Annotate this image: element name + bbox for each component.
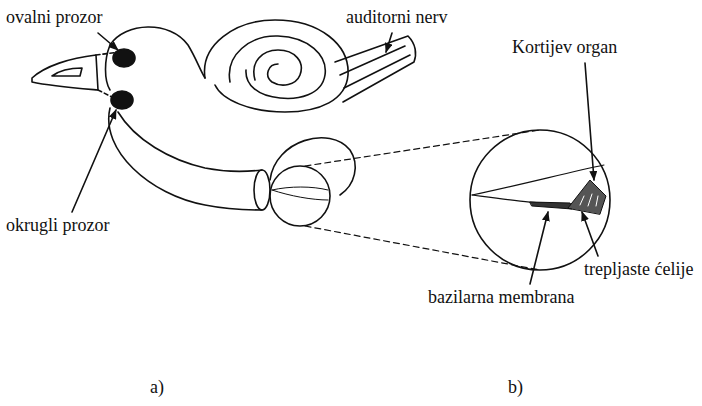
tube-cut [254,170,270,210]
leader-arrow [585,63,594,180]
part-label: Kortijev organ [512,36,617,58]
stapes-hole [52,68,82,76]
leader-arrow [386,33,392,52]
auditory-nerve [335,36,416,102]
round-window [111,91,133,109]
part-label: okrugli prozor [6,214,109,236]
stapes [32,55,98,90]
part-label: trepljaste ćelije [584,258,693,280]
panel-letter: a) [150,376,164,398]
part-label: auditorni nerv [346,6,447,28]
leader-arrow [72,110,116,212]
spiral-turn [254,50,301,85]
lower-tube [118,112,262,171]
cross-section [270,166,330,226]
cross-section-membrane [272,187,328,200]
leader-arrow [530,212,548,284]
part-label: ovalni prozor [6,6,102,28]
part-label: bazilarna membrana [428,286,574,308]
spiral-turn [229,36,325,98]
hair-cells [580,194,598,206]
lower-tube [109,108,262,210]
cochlea-outline [106,45,111,90]
basilar-membrane [530,202,572,209]
enlarged-section [470,130,610,270]
leader-arrow [582,212,598,256]
spiral-outer [205,20,349,112]
leader-arrow [98,33,118,50]
panel-letter: b) [508,376,523,398]
cochlea-outline [110,27,205,78]
oval-window [113,49,135,67]
organ-of-corti [568,180,606,214]
zoom-guide [305,130,540,270]
lower-turn [270,138,355,195]
